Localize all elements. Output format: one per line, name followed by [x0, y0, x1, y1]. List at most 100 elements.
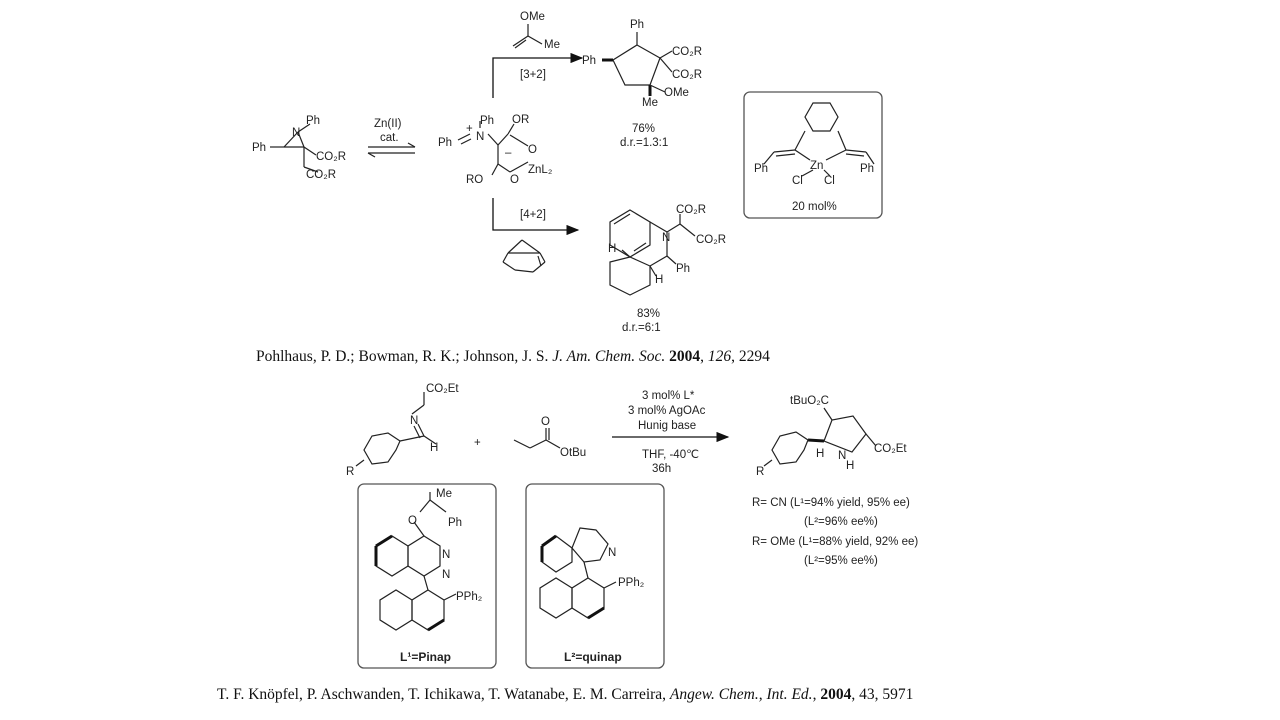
p32-dr: d.r.=1.3:1 — [620, 137, 668, 149]
l1-n1-label: N — [442, 549, 450, 561]
l1-pph2-label: PPh₂ — [456, 591, 482, 603]
ylide-n-label: N — [476, 131, 484, 143]
prod-co2et-label: CO₂Et — [874, 443, 907, 455]
reference-carreira: T. F. Knöpfel, P. Aschwanden, T. Ichikaw… — [217, 686, 913, 704]
imine-r-label: R — [346, 466, 354, 478]
catalyst-arrow-line1: Zn(II) — [374, 118, 402, 130]
cat-cl-left-label: Cl — [792, 175, 803, 187]
results-block: R= CN (L¹=94% yield, 95% ee) (L²=96% ee%… — [752, 497, 918, 567]
prod-nh-label: H — [846, 460, 854, 472]
p32-me-label: Me — [642, 97, 658, 109]
l2-pph2-label: PPh₂ — [618, 577, 644, 589]
branch-arrows: [3+2] [4+2] — [492, 52, 584, 236]
cond-line2: 3 mol% AgOAc — [628, 405, 706, 417]
ylide-znl2-label: ZnL₂ — [528, 164, 552, 176]
ylide-minus-label: – — [505, 147, 512, 159]
aziridine-co2r-2-label: CO₂R — [306, 169, 336, 181]
cat-zn-label: Zn — [810, 160, 823, 172]
ester-otbu-label: OtBu — [560, 447, 586, 459]
p42-yield: 83% — [637, 308, 660, 320]
imine-structure: CO₂Et N H R — [346, 383, 459, 478]
ylide-ro-label: RO — [466, 174, 483, 186]
p42-ph-label: Ph — [676, 263, 690, 275]
aziridine-ph-n-label: Ph — [306, 115, 320, 127]
ref2-journal: Angew. Chem., Int. Ed. — [669, 686, 813, 703]
prod-h-label: H — [816, 448, 824, 460]
p32-ome-label: OMe — [664, 87, 689, 99]
pyrrolidine-product-structure: tBuO₂C H N H CO₂Et R — [756, 395, 907, 478]
cat-loading-label: 20 mol% — [792, 201, 837, 213]
l2-name-label: L²=quinap — [564, 650, 622, 664]
p42-h-right-label: H — [655, 274, 663, 286]
l1-ph-label: Ph — [448, 517, 462, 529]
label-4-2: [4+2] — [520, 209, 546, 221]
label-3-2: [3+2] — [520, 69, 546, 81]
cond-line4: THF, -40℃ — [642, 449, 699, 461]
l1-name-label: L¹=Pinap — [400, 650, 451, 664]
l2-n-label: N — [608, 547, 616, 559]
p42-n-label: N — [662, 232, 670, 244]
ref2-authors: T. F. Knöpfel, P. Aschwanden, T. Ichikaw… — [217, 686, 670, 703]
ref1-pages: , 2294 — [731, 348, 770, 365]
ref1-year: 2004 — [669, 348, 701, 365]
catalyst-arrow-line2: cat. — [380, 132, 399, 144]
p32-yield: 76% — [632, 123, 655, 135]
p42-h-left-label: H — [608, 243, 616, 255]
l1-me-label: Me — [436, 488, 452, 500]
conditions-arrow: 3 mol% L* 3 mol% AgOAc Hunig base THF, -… — [612, 390, 730, 475]
imine-n-label: N — [410, 415, 418, 427]
cond-line3: Hunig base — [638, 420, 696, 432]
results-line3: R= OMe (L¹=88% yield, 92% ee) — [752, 536, 918, 548]
p42-co2r-1-label: CO₂R — [676, 204, 706, 216]
l1-o-label: O — [408, 515, 417, 527]
p42-co2r-2-label: CO₂R — [696, 234, 726, 246]
p42-dr: d.r.=6:1 — [622, 322, 661, 334]
enol-ether-reagent: OMe Me — [512, 11, 560, 51]
ligand1-box: Me O Ph N N PPh₂ L¹=Pinap — [357, 483, 497, 669]
ylide-ph-n-label: Ph — [480, 115, 494, 127]
p32-ph-top-label: Ph — [630, 19, 644, 31]
cat-cl-right-label: Cl — [824, 175, 835, 187]
ylide-or-label: OR — [512, 114, 529, 126]
prod-n-label: N — [838, 450, 846, 462]
product-3-2-structure: Ph Ph CO₂R CO₂R Me OMe 76% d.r.=1.3:1 — [582, 19, 702, 149]
reagent-ome-label: OMe — [520, 11, 545, 23]
aziridine-structure: N Ph Ph CO₂R CO₂R — [252, 115, 346, 181]
ylide-ph-label: Ph — [438, 137, 452, 149]
ylide-o-top-label: O — [528, 144, 537, 156]
aziridine-ph-c-label: Ph — [252, 142, 266, 154]
cat-ph-left-label: Ph — [754, 163, 768, 175]
ylide-structure: Ph + N Ph OR – O ZnL₂ RO O — [438, 114, 552, 186]
reference-johnson: Pohlhaus, P. D.; Bowman, R. K.; Johnson,… — [256, 348, 770, 365]
ylide-plus-label: + — [466, 123, 473, 135]
cond-line5: 36h — [652, 463, 671, 475]
prod-r-label: R — [756, 466, 764, 478]
imine-co2et-label: CO₂Et — [426, 383, 459, 395]
imine-h-label: H — [430, 442, 438, 454]
ester-o-label: O — [541, 416, 550, 428]
ref2-year: 2004 — [820, 686, 852, 703]
results-line4: (L²=95% ee%) — [804, 555, 878, 567]
ester-structure: O OtBu — [513, 416, 586, 459]
p32-ph-left-label: Ph — [582, 55, 596, 67]
prod-tbuo2c-label: tBuO₂C — [790, 395, 829, 407]
ligand2-box: N PPh₂ L²=quinap — [525, 483, 665, 669]
results-line1: R= CN (L¹=94% yield, 95% ee) — [752, 497, 910, 509]
p32-co2r-2-label: CO₂R — [672, 69, 702, 81]
ref1-authors: Pohlhaus, P. D.; Bowman, R. K.; Johnson,… — [256, 348, 553, 365]
product-4-2-structure: N CO₂R CO₂R H H Ph 83% d.r.=6:1 — [608, 204, 726, 334]
norbornene-reagent — [502, 239, 546, 273]
catalyst-box: Zn Ph Ph Cl Cl 20 mol% — [743, 91, 883, 219]
equilibrium-arrow: Zn(II) cat. — [367, 118, 416, 158]
ref1-volume: 126 — [707, 348, 732, 365]
ylide-o-bottom-label: O — [510, 174, 519, 186]
aziridine-n-label: N — [292, 127, 300, 139]
cat-ph-right-label: Ph — [860, 163, 874, 175]
ref2-rest: , 43, 5971 — [851, 686, 914, 703]
ref1-journal: J. Am. Chem. Soc. — [552, 348, 666, 365]
ref2-sep: , — [812, 686, 821, 703]
aziridine-co2r-1-label: CO₂R — [316, 151, 346, 163]
p32-co2r-1-label: CO₂R — [672, 46, 702, 58]
cond-line1: 3 mol% L* — [642, 390, 695, 402]
